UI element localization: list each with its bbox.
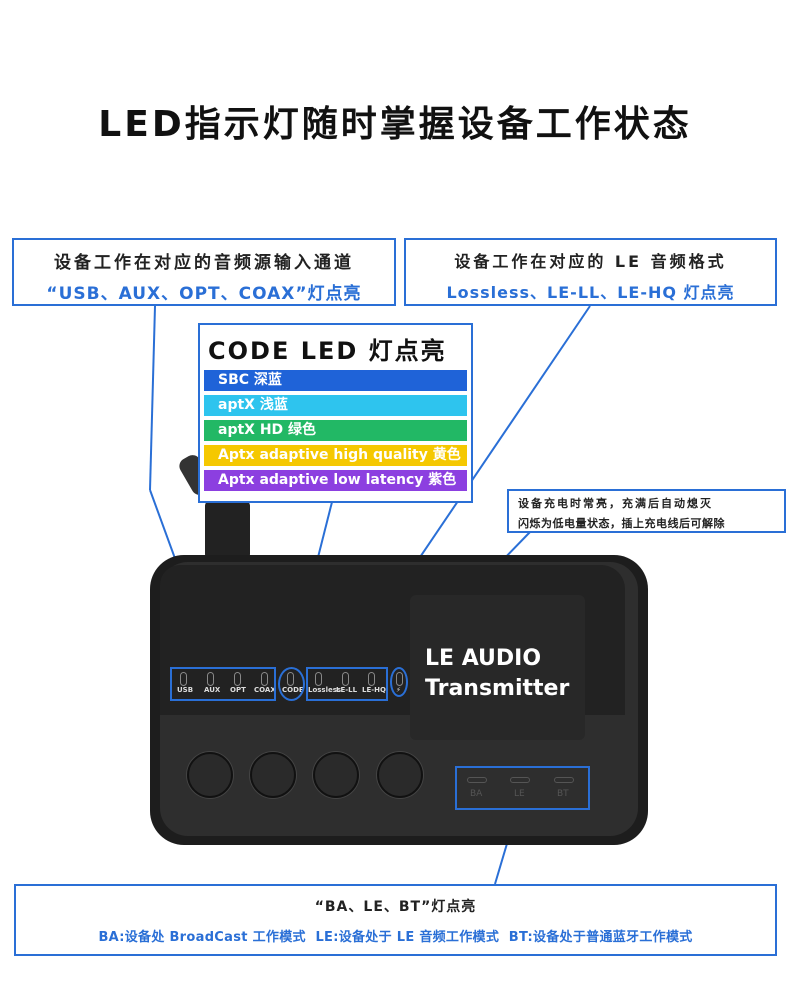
callout-text: “USB、AUX、OPT、COAX”灯点亮 — [46, 284, 362, 304]
callout-text: “BA、LE、BT”灯点亮 — [314, 899, 477, 915]
legend-item-aptx-hd: aptX HD 绿色 — [204, 420, 467, 441]
legend-item-adaptive-ll: Aptx adaptive low latency 紫色 — [204, 470, 467, 491]
led-usb — [180, 672, 187, 686]
led-label: LE — [514, 789, 525, 799]
highlight-code — [278, 667, 305, 701]
callout-le: 设备工作在对应的 LE 音频格式 Lossless、LE-LL、LE-HQ 灯点… — [404, 238, 777, 306]
device-button-2[interactable] — [250, 752, 296, 798]
callout-mode: “BA、LE、BT”灯点亮 BA:设备处 BroadCast 工作模式 LE:设… — [14, 884, 777, 956]
legend-item-sbc: SBC 深蓝 — [204, 370, 467, 391]
device-button-1[interactable] — [187, 752, 233, 798]
led-bt — [554, 777, 574, 783]
led-le — [510, 777, 530, 783]
page-title: LED指示灯随时掌握设备工作状态 — [98, 104, 692, 145]
callout-text: 闪烁为低电量状态，插上充电线后可解除 — [518, 517, 725, 530]
callout-text: 设备工作在对应的音频源输入通道 — [54, 253, 354, 273]
callout-text: BA:设备处 BroadCast 工作模式 LE:设备处于 LE 音频工作模式 … — [98, 930, 693, 945]
device-button-3[interactable] — [313, 752, 359, 798]
brand-line1: LE AUDIO — [425, 646, 542, 671]
led-label: COAX — [254, 686, 276, 694]
callout-text: Lossless、LE-LL、LE-HQ 灯点亮 — [446, 283, 735, 302]
cable-plug — [205, 500, 250, 560]
led-label: LE-LL — [336, 686, 358, 694]
highlight-le — [306, 667, 388, 701]
led-ba — [467, 777, 487, 783]
led-label: Lossless — [308, 686, 342, 694]
highlight-source — [170, 667, 276, 701]
led-le-ll — [342, 672, 349, 686]
led-label: BA — [470, 789, 483, 799]
legend-item-aptx: aptX 浅蓝 — [204, 395, 467, 416]
device-label-panel — [410, 595, 585, 740]
led-aux — [207, 672, 214, 686]
highlight-mode — [455, 766, 590, 810]
led-label: USB — [177, 686, 194, 694]
legend-item-adaptive-hq: Aptx adaptive high quality 黄色 — [204, 445, 467, 466]
highlight-charge — [390, 667, 408, 697]
led-label: AUX — [204, 686, 221, 694]
line-source — [149, 305, 156, 491]
led-coax — [261, 672, 268, 686]
led-le-hq — [368, 672, 375, 686]
led-lossless — [315, 672, 322, 686]
callout-text: 设备充电时常亮，充满后自动熄灭 — [518, 497, 713, 510]
led-opt — [234, 672, 241, 686]
callout-text: 设备工作在对应的 LE 音频格式 — [454, 252, 727, 271]
code-legend: CODE LED 灯点亮 SBC 深蓝 aptX 浅蓝 aptX HD 绿色 A… — [198, 323, 473, 503]
code-legend-title: CODE LED 灯点亮 — [208, 337, 447, 365]
callout-source: 设备工作在对应的音频源输入通道 “USB、AUX、OPT、COAX”灯点亮 — [12, 238, 396, 306]
led-label: LE-HQ — [362, 686, 386, 694]
brand-line2: Transmitter — [425, 676, 570, 701]
callout-charge: 设备充电时常亮，充满后自动熄灭 闪烁为低电量状态，插上充电线后可解除 — [507, 489, 786, 533]
device-button-4[interactable] — [377, 752, 423, 798]
led-label: OPT — [230, 686, 246, 694]
led-label: BT — [557, 789, 569, 799]
